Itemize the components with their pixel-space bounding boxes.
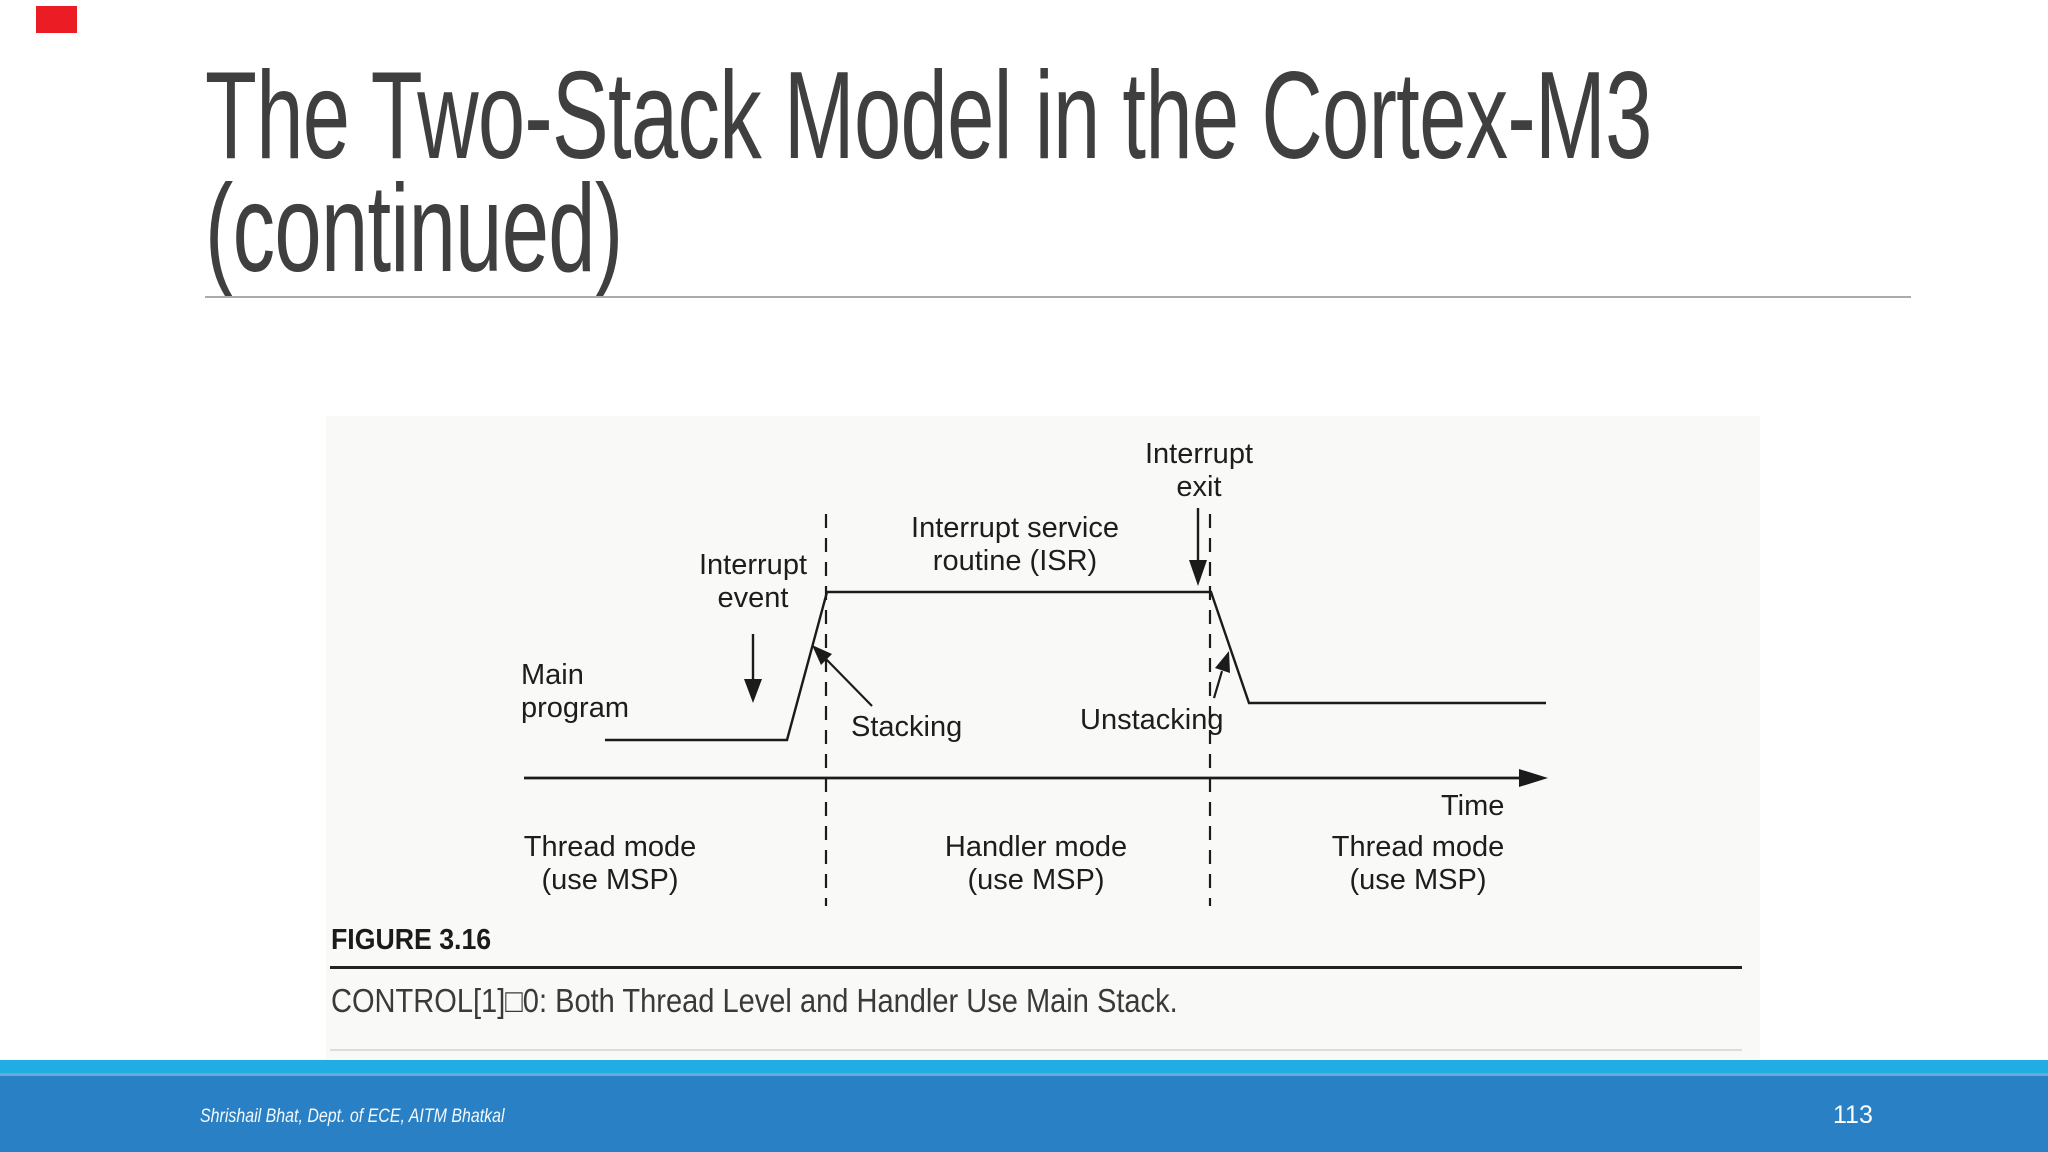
main-program-label: Main program	[521, 659, 629, 724]
isr-label: Interrupt service routine (ISR)	[911, 512, 1119, 577]
unstacking-arrowhead-icon	[1215, 651, 1230, 673]
unstacking-label: Unstacking	[1080, 704, 1224, 736]
interrupt-event-label: Interrupt event	[699, 549, 807, 614]
figure-caption-rule	[330, 966, 1742, 969]
page-number: 113	[1833, 1101, 1873, 1129]
stacking-label: Stacking	[851, 711, 963, 743]
time-axis-arrowhead-icon	[1519, 769, 1548, 787]
figure-caption-title: FIGURE 3.16	[331, 924, 492, 956]
unstacking-pointer-line	[1212, 670, 1224, 699]
page-title-line2: (continued)	[205, 160, 623, 298]
stacking-arrowhead-icon	[812, 645, 832, 665]
figure-caption-text: CONTROL[1]□0: Both Thread Level and Hand…	[331, 982, 1178, 1019]
interrupt-exit-arrowhead-icon	[1189, 560, 1207, 586]
footer-bar	[0, 1076, 2048, 1152]
page-title-line1: The Two-Stack Model in the Cortex-M3	[205, 47, 1652, 185]
footer-accent-stripe	[0, 1060, 2048, 1073]
recording-indicator	[36, 6, 77, 33]
thread-mode-right-label: Thread mode (use MSP)	[1331, 831, 1505, 896]
thread-mode-left-label: Thread mode (use MSP)	[523, 831, 697, 896]
interrupt-exit-label: Interrupt exit	[1145, 438, 1253, 503]
footer-author: Shrishail Bhat, Dept. of ECE, AITM Bhatk…	[200, 1106, 505, 1127]
handler-mode-label: Handler mode (use MSP)	[944, 831, 1128, 896]
time-label: Time	[1441, 790, 1505, 822]
figure-scan-background	[326, 416, 1760, 1062]
title-divider	[205, 296, 1911, 298]
footer-divider-line	[0, 1073, 2048, 1076]
waveform-path	[605, 590, 1546, 742]
page-title: The Two-Stack Model in the Cortex-M3 (co…	[205, 47, 2048, 298]
interrupt-event-arrowhead-icon	[744, 679, 762, 703]
stacking-pointer-line	[825, 658, 873, 707]
figure-bottom-edge	[330, 1049, 1742, 1051]
